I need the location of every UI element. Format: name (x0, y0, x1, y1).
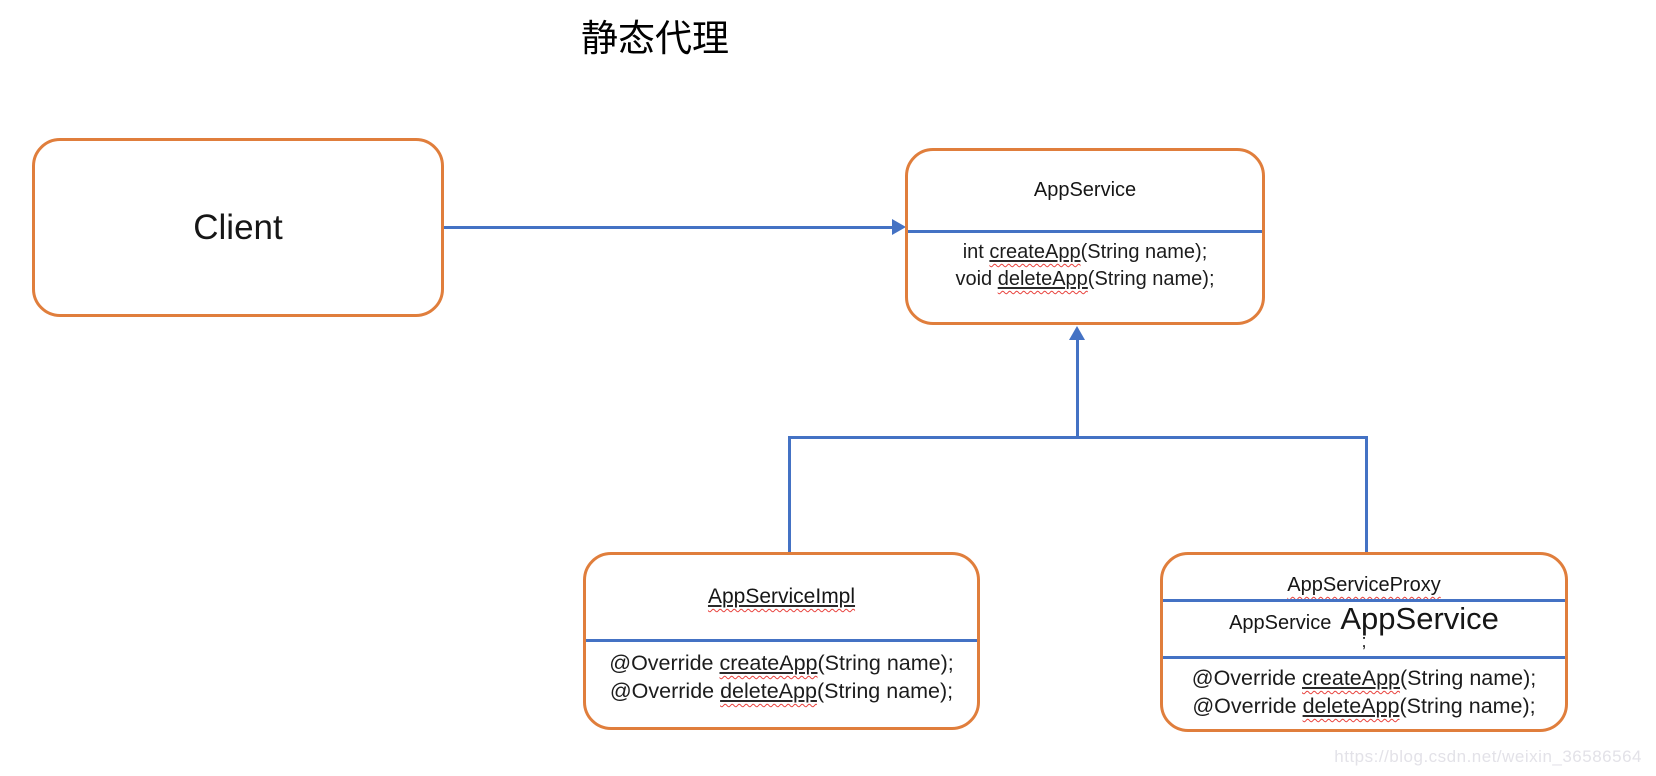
method-prefix: void (955, 268, 998, 290)
client-class-name: Client (193, 207, 283, 247)
right-arrowhead-icon (892, 219, 906, 235)
field-semicolon: ; (1361, 631, 1367, 651)
method-prefix: @Override (1192, 694, 1303, 718)
method-suffix: (String name); (1400, 666, 1537, 690)
appservice-class-box: AppService int createApp(String name); v… (905, 148, 1265, 325)
appservice-class-name: AppService (1033, 179, 1137, 201)
appserviceproxy-divider-top (1163, 599, 1565, 602)
method-line: @Override deleteApp(String name); (586, 677, 977, 705)
appserviceimpl-class-name: AppServiceImpl (707, 585, 856, 608)
method-suffix: (String name); (1399, 694, 1536, 718)
method-prefix: int (962, 241, 990, 263)
appserviceproxy-methods: @Override createApp(String name); @Overr… (1163, 656, 1565, 720)
method-suffix: (String name); (1087, 268, 1215, 290)
appserviceimpl-divider (586, 639, 977, 642)
branch-right-vertical-line (1365, 436, 1368, 553)
up-arrowhead-icon (1069, 326, 1085, 340)
csdn-watermark: https://blog.csdn.net/weixin_36586564 (1334, 747, 1642, 766)
field-name: AppService (1340, 601, 1499, 636)
appserviceproxy-field: AppService AppService ; (1163, 601, 1565, 651)
method-name: createApp (989, 241, 1081, 263)
method-line: void deleteApp(String name); (908, 266, 1262, 293)
appservice-methods: int createApp(String name); void deleteA… (908, 230, 1262, 293)
appserviceproxy-class-name: AppServiceProxy (1287, 574, 1441, 596)
method-line: @Override createApp(String name); (586, 649, 977, 677)
method-name: deleteApp (1302, 694, 1400, 718)
method-prefix: @Override (609, 679, 721, 703)
field-type: AppService (1229, 612, 1332, 634)
method-prefix: @Override (1191, 666, 1302, 690)
branch-horizontal-line (788, 436, 1368, 439)
branch-left-vertical-line (788, 436, 791, 553)
appserviceproxy-class-box: AppServiceProxy AppService AppService ; … (1160, 552, 1568, 732)
diagram-title: 静态代理 (581, 18, 729, 59)
method-name: createApp (1302, 666, 1401, 690)
method-suffix: (String name); (816, 679, 954, 703)
appservice-divider (908, 230, 1262, 233)
appserviceimpl-class-box: AppServiceImpl @Override createApp(Strin… (583, 552, 980, 730)
client-class-box: Client (32, 138, 444, 317)
appserviceimpl-methods: @Override createApp(String name); @Overr… (586, 639, 977, 705)
method-line: @Override deleteApp(String name); (1163, 692, 1565, 720)
method-name: deleteApp (997, 268, 1088, 290)
method-line: int createApp(String name); (908, 239, 1262, 266)
method-name: deleteApp (720, 679, 817, 703)
method-name: createApp (719, 651, 818, 675)
method-suffix: (String name); (1080, 241, 1208, 263)
method-prefix: @Override (609, 651, 720, 675)
method-line: @Override createApp(String name); (1163, 664, 1565, 692)
client-to-appservice-line (444, 226, 893, 229)
inheritance-vertical-line (1076, 339, 1079, 438)
appserviceproxy-divider-bottom (1163, 656, 1565, 659)
method-suffix: (String name); (817, 651, 954, 675)
